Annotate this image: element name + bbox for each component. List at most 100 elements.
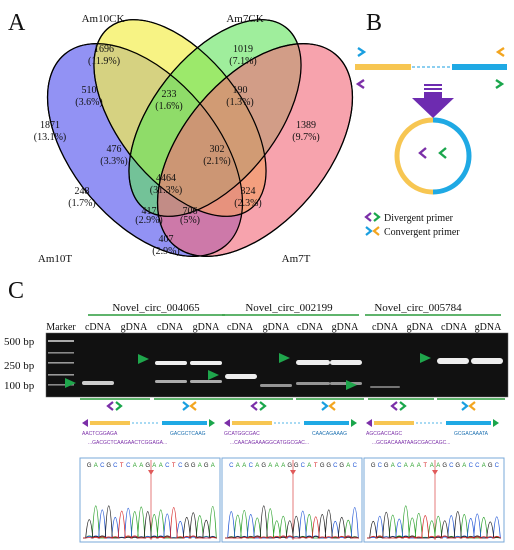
gel-lane-gdna: gDNA [407,322,434,333]
trace-base-letter: C [301,463,306,469]
trace-base-letter: A [482,463,486,469]
gel-lane-gdna: gDNA [263,322,290,333]
venn-region-percent: (9.7%) [292,132,320,143]
circrna-circle [394,117,472,195]
trace-base-letter: G [339,463,344,469]
venn-region-percent: (31.3%) [150,185,183,196]
transform-arrow-icon [412,84,454,118]
gel-lane-cdna: cDNA [157,322,184,333]
trace-base-letter: G [204,463,209,469]
trace-base-letter: C [165,463,170,469]
trace-base-letter: A [152,463,156,469]
trace-base-letter: A [307,463,311,469]
gel-lane-cdna: cDNA [372,322,399,333]
primer-left-icon [366,419,372,427]
trace-base-letter: A [462,463,466,469]
bp-label-250: 250 bp [4,360,35,372]
primer-right-icon [493,419,499,427]
trace-base-letter: C [495,463,500,469]
gel-marker-label: Marker [46,322,76,333]
gel-lane-cdna: cDNA [297,322,324,333]
venn-region-count: 1389 [296,120,316,131]
exon-yellow-bar [374,421,414,425]
exon-yellow-bar [90,421,130,425]
venn-label-am10t: Am10T [38,253,73,265]
junction-right-seq: GCGACAAATA [454,431,489,437]
venn-region-count: 233 [162,89,177,100]
venn-region-count: 1871 [40,120,60,131]
trace-base-letter: C [113,463,118,469]
venn-region-count: 302 [210,144,225,155]
venn-region-count: 476 [107,144,122,155]
trace-base-letter: A [281,463,285,469]
gel-lane-gdna: gDNA [121,322,148,333]
trace-base-letter: G [294,463,299,469]
legend-convergent-label: Convergent primer [384,227,460,238]
venn-region-percent: (7.1%) [229,56,257,67]
trace-base-letter: A [430,463,434,469]
convergent-primer-lane-icon [182,401,197,411]
trace-base-letter: G [326,463,331,469]
trace-base-letter: A [139,463,143,469]
trace-base-letter: G [455,463,460,469]
trace-base-letter: G [320,463,325,469]
gel-lane-gdna: gDNA [193,322,220,333]
trace-base-letter: A [255,463,259,469]
trace-base-letter: A [275,463,279,469]
gel-circ-name-1: Novel_circ_004065 [112,302,200,314]
trace-base-letter: G [261,463,266,469]
convergent-primer-blue-top-left-icon [357,47,367,57]
exon-blue-bar [162,421,207,425]
trace-base-letter: A [391,463,395,469]
primer-left-icon [82,419,88,427]
venn-region-percent: (3.6%) [75,97,103,108]
venn-region-count: 4464 [156,173,176,184]
chromatogram-trace-t [83,507,217,539]
junction-right-seq: CAACAGAAAG [312,431,347,437]
trace-base-letter: A [198,463,202,469]
junction-left-seq: AACTCGGAGA [82,431,118,437]
trace-base-letter: G [442,463,447,469]
exon-blue-bar [446,421,491,425]
legend-divergent-label: Divergent primer [384,213,454,224]
junction-marker-icon [290,470,296,475]
venn-region-percent: (2.3%) [234,198,262,209]
trace-base-letter: T [120,463,124,469]
gel-image [46,333,508,397]
gel-panel: C Novel_circ_004065 Novel_circ_002199 No… [4,278,509,411]
venn-region-count: 1696 [94,44,114,55]
primer-legend: Divergent primer Convergent primer [364,212,460,238]
trace-base-letter: C [397,463,402,469]
primer-diagram: B [355,10,507,238]
trace-base-letter: T [423,463,427,469]
divergent-primer-green-circle-icon [438,147,447,159]
convergent-primer-orange-top-right-icon [495,47,505,57]
exon-yellow-linear [355,64,411,70]
trace-base-letter: T [172,463,176,469]
junction-joined-seq: ...GACGCTCAAGAACTCGGAGA... [88,440,167,446]
convergent-primer-lane-icon [461,401,476,411]
venn-region-percent: (2.9%) [152,246,180,257]
venn-region-count: 1019 [233,44,253,55]
trace-base-letter: G [287,463,292,469]
divergent-primer-lane-icon [106,401,123,411]
gel-lane-gdna: gDNA [332,322,359,333]
marker-ladder [48,340,74,386]
venn-region-count: 417 [142,206,157,217]
trace-base-letter: A [404,463,408,469]
trace-base-letter: G [371,463,376,469]
bp-label-100: 100 bp [4,380,35,392]
legend-convergent-icon [365,226,380,236]
band-pointers [65,353,431,390]
gel-lane-cdna: cDNA [441,322,468,333]
venn-region-count: 248 [75,186,90,197]
trace-base-letter: G [87,463,92,469]
panel-letter-a: A [8,10,26,36]
trace-base-letter: C [475,463,480,469]
venn-region-percent: (1.6%) [155,101,183,112]
junction-marker-icon [432,470,438,475]
venn-region-count: 324 [241,186,256,197]
